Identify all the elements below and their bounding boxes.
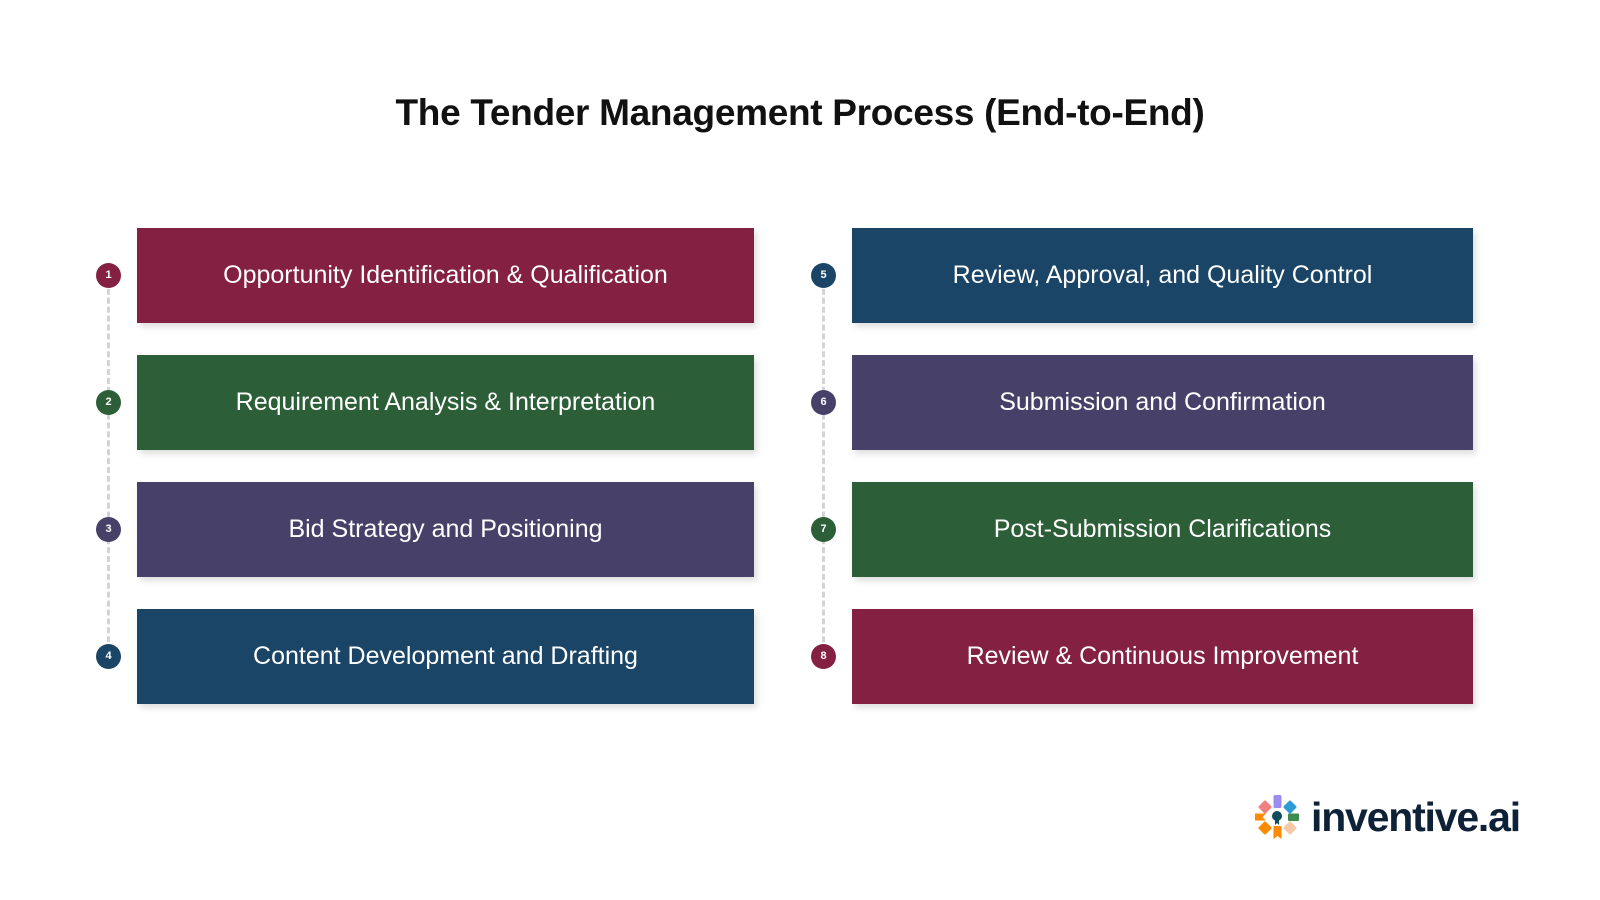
step-badge-7: 7 (811, 517, 836, 542)
process-step[interactable]: 1 Opportunity Identification & Qualifica… (96, 228, 754, 323)
left-column: 1 Opportunity Identification & Qualifica… (96, 228, 754, 704)
page-title: The Tender Management Process (End-to-En… (395, 92, 1205, 133)
connector-line-left (107, 280, 110, 660)
step-bar-8[interactable]: Review & Continuous Improvement (852, 609, 1473, 704)
step-bar-6[interactable]: Submission and Confirmation (852, 355, 1473, 450)
step-bar-1[interactable]: Opportunity Identification & Qualificati… (137, 228, 754, 323)
process-step[interactable]: 2 Requirement Analysis & Interpretation (96, 355, 754, 450)
step-badge-4: 4 (96, 644, 121, 669)
step-badge-5: 5 (811, 263, 836, 288)
step-bar-3[interactable]: Bid Strategy and Positioning (137, 482, 754, 577)
inventive-pinwheel-icon (1255, 795, 1299, 839)
process-step[interactable]: 5 Review, Approval, and Quality Control (811, 228, 1473, 323)
step-badge-1: 1 (96, 263, 121, 288)
step-badge-6: 6 (811, 390, 836, 415)
step-bar-5[interactable]: Review, Approval, and Quality Control (852, 228, 1473, 323)
process-step[interactable]: 7 Post-Submission Clarifications (811, 482, 1473, 577)
brand-logo: inventive.ai (1253, 793, 1521, 841)
right-column: 5 Review, Approval, and Quality Control … (811, 228, 1473, 704)
step-badge-8: 8 (811, 644, 836, 669)
step-bar-4[interactable]: Content Development and Drafting (137, 609, 754, 704)
step-badge-3: 3 (96, 517, 121, 542)
process-step[interactable]: 3 Bid Strategy and Positioning (96, 482, 754, 577)
process-step[interactable]: 4 Content Development and Drafting (96, 609, 754, 704)
process-step[interactable]: 8 Review & Continuous Improvement (811, 609, 1473, 704)
logo-wordmark: inventive.ai (1311, 793, 1521, 840)
step-badge-2: 2 (96, 390, 121, 415)
connector-line-right (822, 280, 825, 660)
process-step[interactable]: 6 Submission and Confirmation (811, 355, 1473, 450)
step-bar-7[interactable]: Post-Submission Clarifications (852, 482, 1473, 577)
step-bar-2[interactable]: Requirement Analysis & Interpretation (137, 355, 754, 450)
